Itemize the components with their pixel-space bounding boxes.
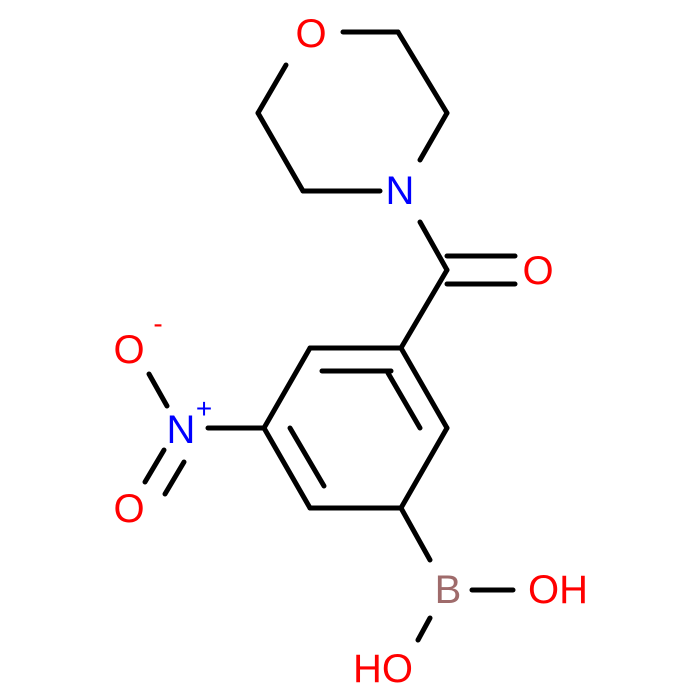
bond-n-carbonyl (417, 219, 450, 273)
bond-ring-upper-left (261, 345, 313, 431)
atom-hydroxyl-bottom: HO (353, 647, 413, 691)
atom-boron: B (435, 568, 462, 612)
atom-hydroxyl-right: OH (528, 568, 588, 612)
atom-nitro-oxygen-lower: O (113, 487, 144, 531)
benzene-ring (261, 345, 450, 511)
bond-carbonyl-ring (398, 267, 450, 351)
atom-morpholine-nitrogen: N (386, 169, 415, 213)
boronic-acid-group (398, 505, 516, 643)
bond-ring-lower-left (261, 425, 313, 511)
charge-plus: + (196, 393, 212, 424)
atom-nitro-oxygen-upper: O (113, 328, 144, 372)
bond-nitro-o-upper (146, 371, 170, 409)
bond-ring-lower-left-inner (287, 425, 327, 489)
bond-morpholine-right-lower (417, 110, 450, 163)
morpholine-ring (255, 29, 450, 194)
bond-nitro-o-lower-2 (162, 459, 187, 497)
bond-ring-upper-right (398, 345, 450, 431)
charge-minus: - (153, 308, 162, 339)
bond-ring-boron (398, 505, 433, 563)
atom-morpholine-oxygen: O (295, 12, 326, 56)
atom-carbonyl-oxygen: O (522, 249, 553, 293)
nitro-group (142, 371, 267, 497)
bond-morpholine-left-lower (255, 110, 306, 194)
amide-group (398, 219, 518, 351)
bond-morpholine-left-upper (255, 62, 289, 116)
bond-morpholine-right-upper (395, 29, 450, 116)
bond-boron-ho (415, 615, 433, 643)
atom-nitro-nitrogen: N (167, 408, 196, 452)
bond-ring-upper-right-inner (385, 370, 423, 431)
bond-ring-lower-right (398, 425, 450, 511)
bond-nitro-o-lower-1 (142, 447, 167, 485)
